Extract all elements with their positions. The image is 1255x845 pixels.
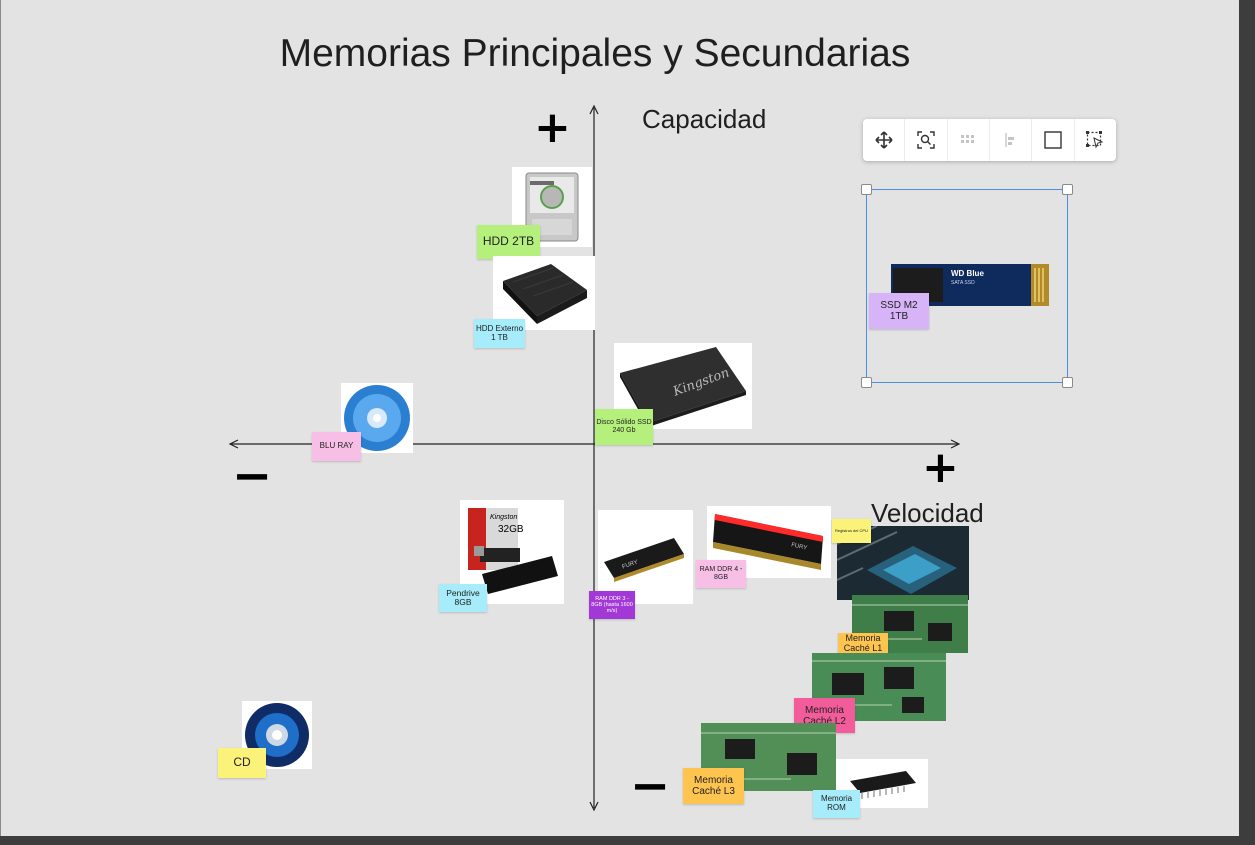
usb-brand-text: Kingston <box>490 514 518 521</box>
frame-icon <box>1044 131 1062 149</box>
y-minus-sign: − <box>630 758 671 814</box>
selection-toolbar <box>863 119 1116 161</box>
sticky-ssd-m2[interactable]: SSD M2 1TB <box>869 293 929 329</box>
ram-module-rgb-icon <box>713 514 823 570</box>
sticky-hdd[interactable]: HDD 2TB <box>477 225 540 259</box>
ram-module-icon <box>604 538 684 582</box>
m2-ssd-icon <box>891 264 1049 306</box>
m2-brand-text: WD Blue <box>951 269 984 278</box>
align-button[interactable] <box>990 119 1033 161</box>
align-icon <box>1004 133 1014 147</box>
sticky-rom[interactable]: Memoria ROM <box>813 790 860 818</box>
zoom-icon <box>917 131 935 149</box>
y-axis-arrow-bottom <box>589 801 599 812</box>
usb-drive-icon <box>468 508 558 594</box>
y-plus-sign: + <box>534 102 571 153</box>
zoom-to-fit-button[interactable] <box>905 119 948 161</box>
rom-chip-icon <box>850 771 916 799</box>
selection-icon <box>1086 131 1104 149</box>
sticky-ddr3[interactable]: RAM DDR 3 - 8GB (hasta 1600 m/s) <box>589 591 635 619</box>
sticky-ddr4[interactable]: RAM DDR 4 - 8GB <box>696 560 746 588</box>
sticky-cd[interactable]: CD <box>218 748 266 778</box>
resize-handle-bottom-right[interactable] <box>1062 377 1073 388</box>
x-axis-label: Velocidad <box>871 498 984 528</box>
y-axis-arrow-top <box>589 104 599 115</box>
selection-options-button[interactable] <box>1075 119 1116 161</box>
ram-ddr3-image[interactable]: FURY <box>598 510 693 604</box>
board-title: Memorias Principales y Secundarias <box>279 32 911 75</box>
resize-handle-top-right[interactable] <box>1062 184 1073 195</box>
resize-handle-top-left[interactable] <box>861 184 872 195</box>
resize-handle-bottom-left[interactable] <box>861 377 872 388</box>
x-plus-sign: + <box>922 442 959 493</box>
grid-icon <box>961 135 975 143</box>
sticky-ssd[interactable]: Disco Sólido SSD 240 Gb <box>595 409 653 445</box>
sticky-bluray[interactable]: BLU RAY <box>312 432 361 461</box>
selection-box[interactable] <box>861 184 1073 388</box>
usb-capacity-text: 32GB <box>498 524 524 535</box>
y-axis-label: Capacidad <box>642 104 767 134</box>
sticky-pendrive[interactable]: Pendrive 8GB <box>439 584 487 612</box>
external-drive-icon <box>503 264 587 324</box>
sticky-cpu-registers[interactable]: Registros del CPU <box>832 519 871 543</box>
sticky-cache-l3[interactable]: Memoria Caché L3 <box>683 768 744 804</box>
sticky-hdd-external[interactable]: HDD Externo 1 TB <box>474 319 525 348</box>
x-axis-arrow-right <box>950 439 961 449</box>
ssd-m2-image[interactable]: WD Blue SATA SSD <box>891 262 1049 308</box>
frame-button[interactable] <box>1032 119 1075 161</box>
hard-drive-icon <box>525 172 579 242</box>
grid-button[interactable] <box>948 119 990 161</box>
x-minus-sign: − <box>232 448 273 504</box>
cpu-chip-icon <box>837 526 957 594</box>
sticky-cache-l1[interactable]: Memoria Caché L1 <box>838 633 888 655</box>
x-axis-arrow-left <box>228 439 239 449</box>
move-button[interactable] <box>863 119 906 161</box>
move-icon <box>875 131 893 149</box>
m2-sub-text: SATA SSD <box>951 280 975 286</box>
hdd-external-image[interactable] <box>493 256 595 330</box>
